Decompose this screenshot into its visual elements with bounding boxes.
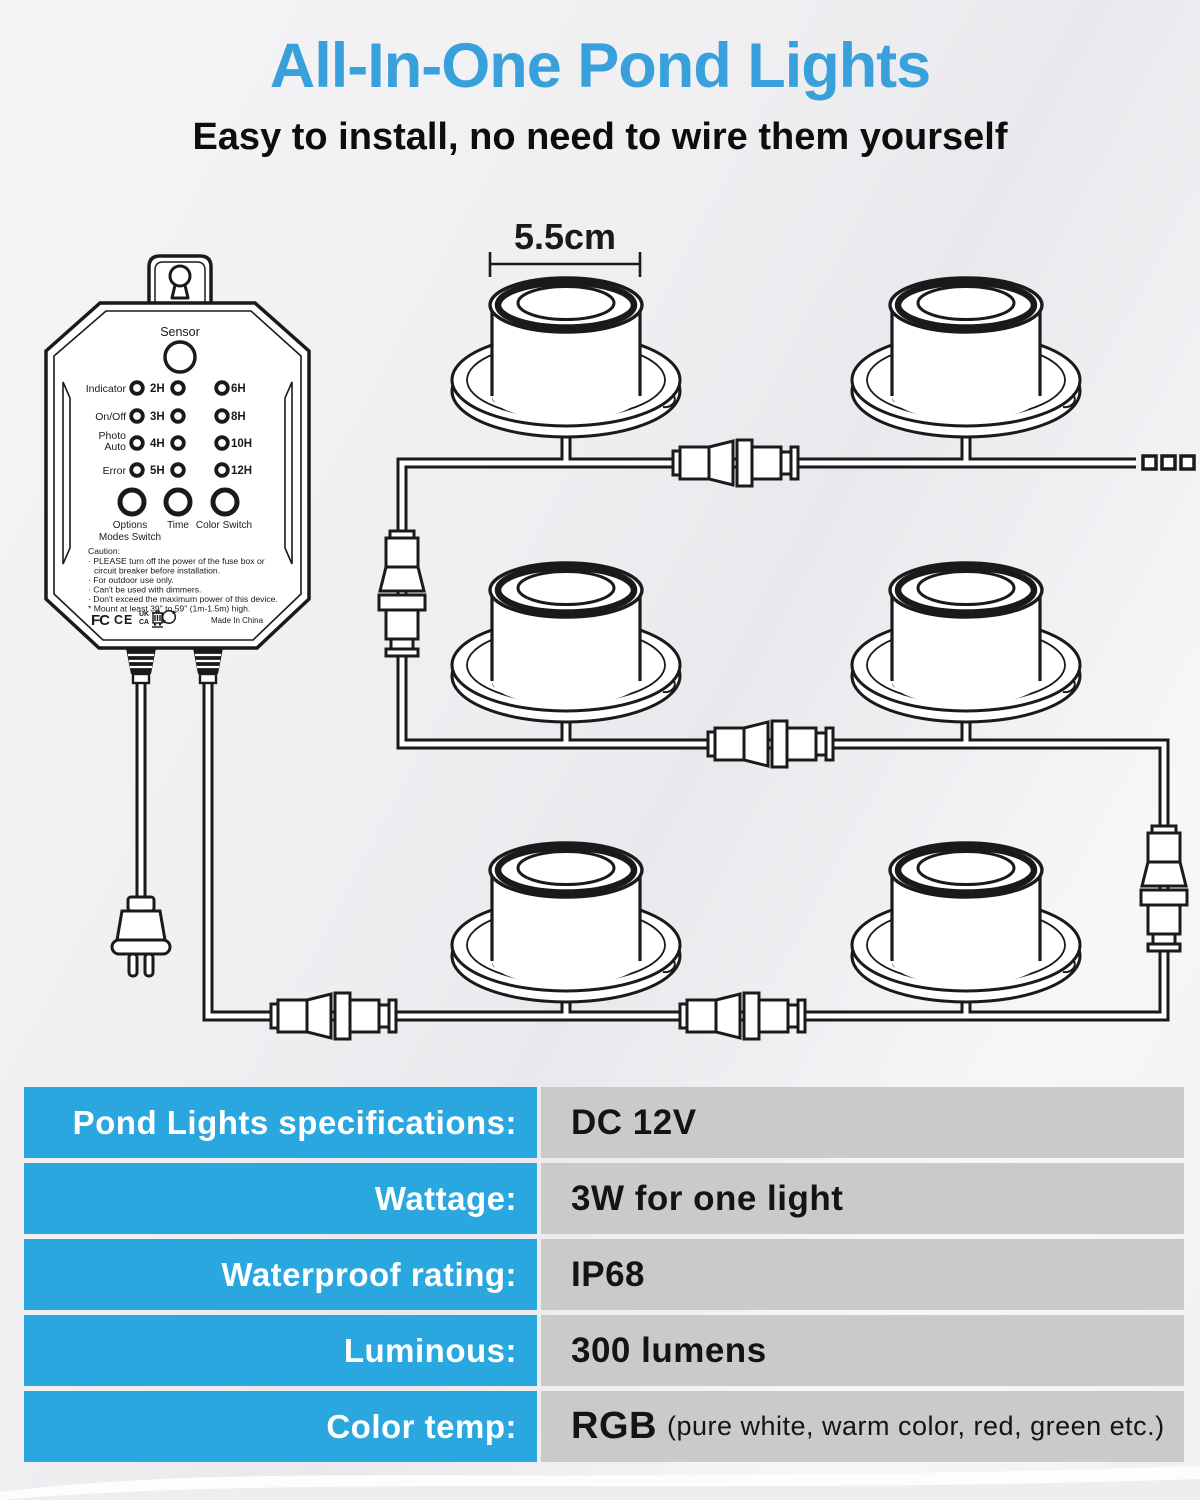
button-label: Color Switch [196,520,252,531]
spec-value-text: RGB [571,1405,657,1447]
led-label: Error [103,465,127,477]
certification-marks: FC CE UK CA Made In China [91,609,264,629]
time-label: 12H [231,465,252,477]
spec-value-text: IP68 [571,1254,645,1294]
time-label: 10H [231,438,252,450]
dimension-label: 5.5cm [514,216,616,257]
button-label: Modes Switch [99,532,161,543]
button-label: Options [113,520,147,531]
spec-table: Pond Lights specifications: DC 12V Watta… [24,1087,1184,1462]
controller-buttons: Options Modes Switch Time Color Switch [99,487,252,543]
spec-label: Waterproof rating: [24,1239,537,1310]
wiring-diagram: 5.5cm Sensor [44,216,1196,1041]
spec-label: Color temp: [24,1391,537,1462]
made-in-label: Made In China [211,616,264,625]
connector [671,438,800,488]
dimension-annotation: 5.5cm [488,216,642,277]
connector [269,991,398,1041]
pond-light-6 [852,843,1080,1002]
decorative-wave [0,1466,1200,1500]
ukca-mark-icon: CA [139,619,149,626]
pond-light-4 [852,563,1080,722]
spec-value-text: 300 lumens [571,1330,767,1370]
time-label: 3H [150,411,165,423]
recycle-icon [161,609,177,625]
spec-value: RGB (pure white, warm color, red, green … [541,1391,1184,1462]
weee-bin-icon [152,610,163,628]
sensor-label: Sensor [160,325,200,339]
cable-gland [126,648,156,685]
table-row: Luminous: 300 lumens [24,1315,1184,1386]
light-controller: Sensor Indicator On/Off Photo Auto Error [44,254,311,685]
connector [706,719,835,769]
svg-text:· Can't be used with dimmers.: · Can't be used with dimmers. [88,585,201,595]
led-label: Auto [104,441,126,453]
power-plug-icon [110,895,172,978]
pond-light-2 [852,278,1080,437]
svg-text:· PLEASE turn off the power of: · PLEASE turn off the power of the fuse … [88,556,265,566]
connector [678,991,807,1041]
spec-label: Luminous: [24,1315,537,1386]
time-label: 4H [150,438,165,450]
led-label: Photo [99,430,127,442]
color-switch-button [210,487,240,517]
spec-label: Pond Lights specifications: [24,1087,537,1158]
time-label: 5H [150,465,165,477]
pond-light-1 [452,278,680,437]
time-label: 8H [231,411,246,423]
svg-text:Caution:: Caution: [88,546,120,556]
time-label: 2H [150,383,165,395]
ce-mark-icon: CE [114,613,133,627]
svg-text:· Don't exceed the maximum pow: · Don't exceed the maximum power of this… [88,594,278,604]
spec-value: DC 12V [541,1087,1184,1158]
spec-label: Wattage: [24,1163,537,1234]
spec-value-text: DC 12V [571,1102,697,1142]
pond-light-3 [452,563,680,722]
spec-value: 3W for one light [541,1163,1184,1234]
cable-gland [193,648,223,685]
spec-value-note: (pure white, warm color, red, green etc.… [666,1411,1165,1441]
table-row: Color temp: RGB (pure white, warm color,… [24,1391,1184,1462]
table-row: Waterproof rating: IP68 [24,1239,1184,1310]
spec-value: 300 lumens [541,1315,1184,1386]
continuation-squares-icon [1141,454,1196,471]
options-button [117,487,147,517]
table-row: Pond Lights specifications: DC 12V [24,1087,1184,1158]
spec-value-text: 3W for one light [571,1178,844,1218]
led-grid: Indicator On/Off Photo Auto Error 2H 3H … [86,380,252,478]
sensor-window [163,340,197,374]
header: All-In-One Pond Lights Easy to install, … [0,0,1200,159]
svg-text:· For outdoor use only.: · For outdoor use only. [88,575,174,585]
spec-value: IP68 [541,1239,1184,1310]
time-button [163,487,193,517]
fcc-mark-icon: FC [91,612,110,629]
ukca-mark-icon: UK [139,611,149,618]
button-label: Time [167,520,189,531]
svg-text:* Mount at least 39" to 59" (1: * Mount at least 39" to 59" (1m-1.5m) hi… [88,604,250,614]
pond-light-5 [452,843,680,1002]
connector [1139,824,1189,953]
connector [377,529,427,658]
page-subtitle: Easy to install, no need to wire them yo… [192,116,1008,158]
led-label: On/Off [95,411,126,423]
svg-text:circuit breaker before install: circuit breaker before installation. [94,566,220,576]
table-row: Wattage: 3W for one light [24,1163,1184,1234]
page-title: All-In-One Pond Lights [269,31,931,101]
mounting-tab [147,254,213,304]
led-label: Indicator [86,383,127,395]
caution-text: Caution: · PLEASE turn off the power of … [88,546,278,614]
time-label: 6H [231,383,246,395]
